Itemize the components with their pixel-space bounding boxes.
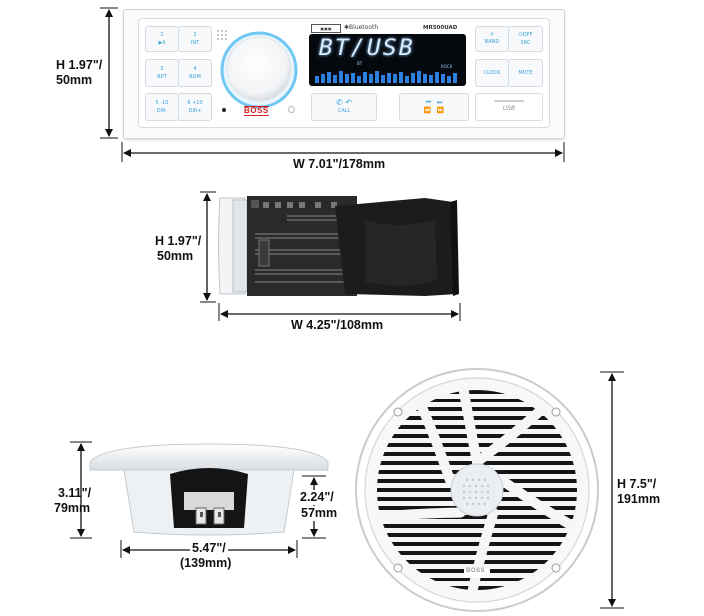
radio-height-arrow bbox=[100, 7, 118, 139]
microphone-icon bbox=[217, 30, 227, 40]
volume-knob[interactable] bbox=[220, 31, 298, 109]
speaker-width-label: 5.47"/ bbox=[190, 541, 228, 556]
speaker-width-mm: (139mm) bbox=[180, 556, 232, 570]
side-width-arrow bbox=[218, 303, 461, 321]
format-logos: ▣▣▣ bbox=[311, 24, 341, 33]
display-spectrum-bars bbox=[315, 71, 457, 83]
skip-icon: ⏮ ⏭ bbox=[425, 99, 443, 106]
mute-button[interactable]: MUTE bbox=[508, 59, 543, 87]
side-height-label: H 1.97"/ bbox=[155, 234, 202, 248]
seek-icon: ⏪ ⏩ bbox=[423, 107, 445, 114]
radio-height-mm: 50mm bbox=[56, 73, 93, 87]
display-sub-left: BT bbox=[357, 61, 363, 66]
side-height-mm: 50mm bbox=[157, 249, 194, 263]
preset-1-button[interactable]: 1▶II bbox=[145, 26, 179, 52]
speaker-front-height-arrow bbox=[600, 371, 624, 609]
bluetooth-label: ✱Bluetooth bbox=[344, 24, 379, 31]
aux-jack bbox=[288, 106, 295, 113]
call-button[interactable]: ✆ ↶ CALL bbox=[311, 93, 377, 121]
speaker-front-grille-image bbox=[355, 368, 599, 612]
side-width-label: W 4.25"/108mm bbox=[291, 318, 384, 332]
display-main-text: BT/USB bbox=[318, 36, 415, 61]
speaker-brand-badge: BOSS bbox=[466, 568, 486, 574]
usb-slot bbox=[494, 100, 524, 102]
track-button[interactable]: ⏮ ⏭ ⏪ ⏩ bbox=[399, 93, 469, 121]
speaker-total-height-label: 3.11"/ bbox=[58, 486, 92, 500]
radio-width-label: W 7.01"/178mm bbox=[293, 157, 386, 171]
usb-label: USB bbox=[502, 105, 516, 112]
speaker-depth-label: 2.24"/ bbox=[300, 490, 334, 505]
speaker-total-height-mm: 79mm bbox=[54, 501, 91, 515]
speaker-front-height-mm: 191mm bbox=[617, 492, 661, 506]
phone-icon: ✆ ↶ bbox=[336, 98, 352, 107]
model-label: MR500UAD bbox=[423, 25, 458, 31]
radio-width-arrow bbox=[121, 142, 565, 162]
search-icon: ⌕ bbox=[490, 30, 494, 38]
band-button[interactable]: ⌕ BAND bbox=[475, 26, 509, 52]
brand-logo: BOSS bbox=[244, 106, 269, 116]
speaker-front-height-label: H 7.5"/ bbox=[617, 477, 657, 491]
usb-port[interactable]: USB bbox=[475, 93, 543, 121]
speaker-side-view-image bbox=[89, 443, 329, 536]
speaker-depth-mm: 57mm bbox=[301, 506, 338, 521]
radio-side-view-image bbox=[218, 196, 459, 296]
radio-height-label: H 1.97"/ bbox=[56, 58, 103, 72]
ir-sensor bbox=[222, 108, 226, 112]
speaker-total-height-arrow bbox=[70, 441, 92, 539]
lcd-display: BT/USB BT ROCK bbox=[309, 34, 466, 86]
side-height-arrow bbox=[200, 191, 216, 303]
display-sub-right: ROCK bbox=[441, 64, 453, 69]
clock-button[interactable]: CLOCK bbox=[475, 59, 509, 87]
